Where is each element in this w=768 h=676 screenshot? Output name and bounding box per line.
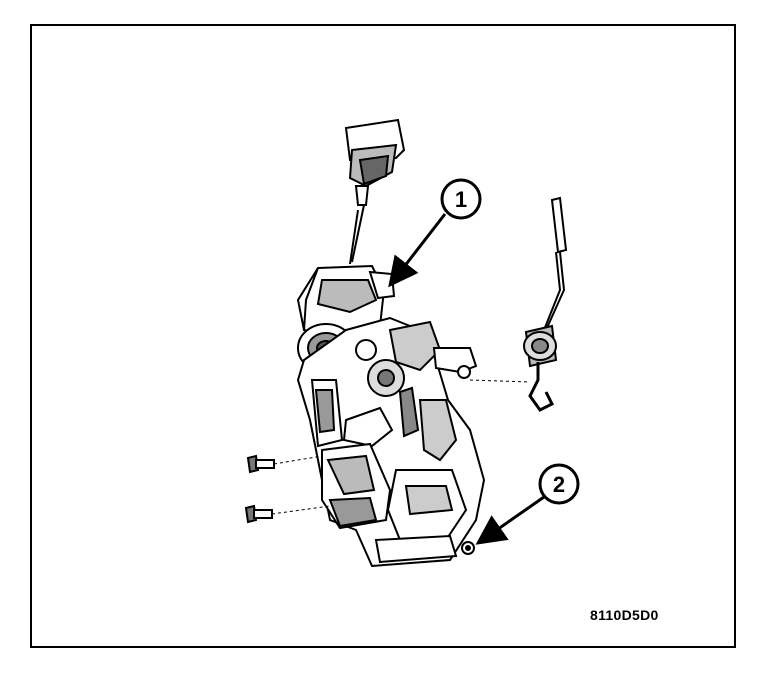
callout-1-label: 1 xyxy=(455,187,467,212)
figure-code: 8110D5D0 xyxy=(590,607,659,623)
mounting-screw-lower xyxy=(244,504,331,524)
latch-body xyxy=(296,264,486,568)
callout-1-leader xyxy=(388,213,447,288)
linkage-rod xyxy=(469,196,568,412)
callout-2-label: 2 xyxy=(553,472,565,497)
callout-2: 2 xyxy=(475,463,580,545)
mounting-screw-upper xyxy=(246,454,323,474)
electrical-connector xyxy=(344,118,406,265)
callout-1: 1 xyxy=(388,178,482,288)
callout-2-leader xyxy=(475,495,545,545)
